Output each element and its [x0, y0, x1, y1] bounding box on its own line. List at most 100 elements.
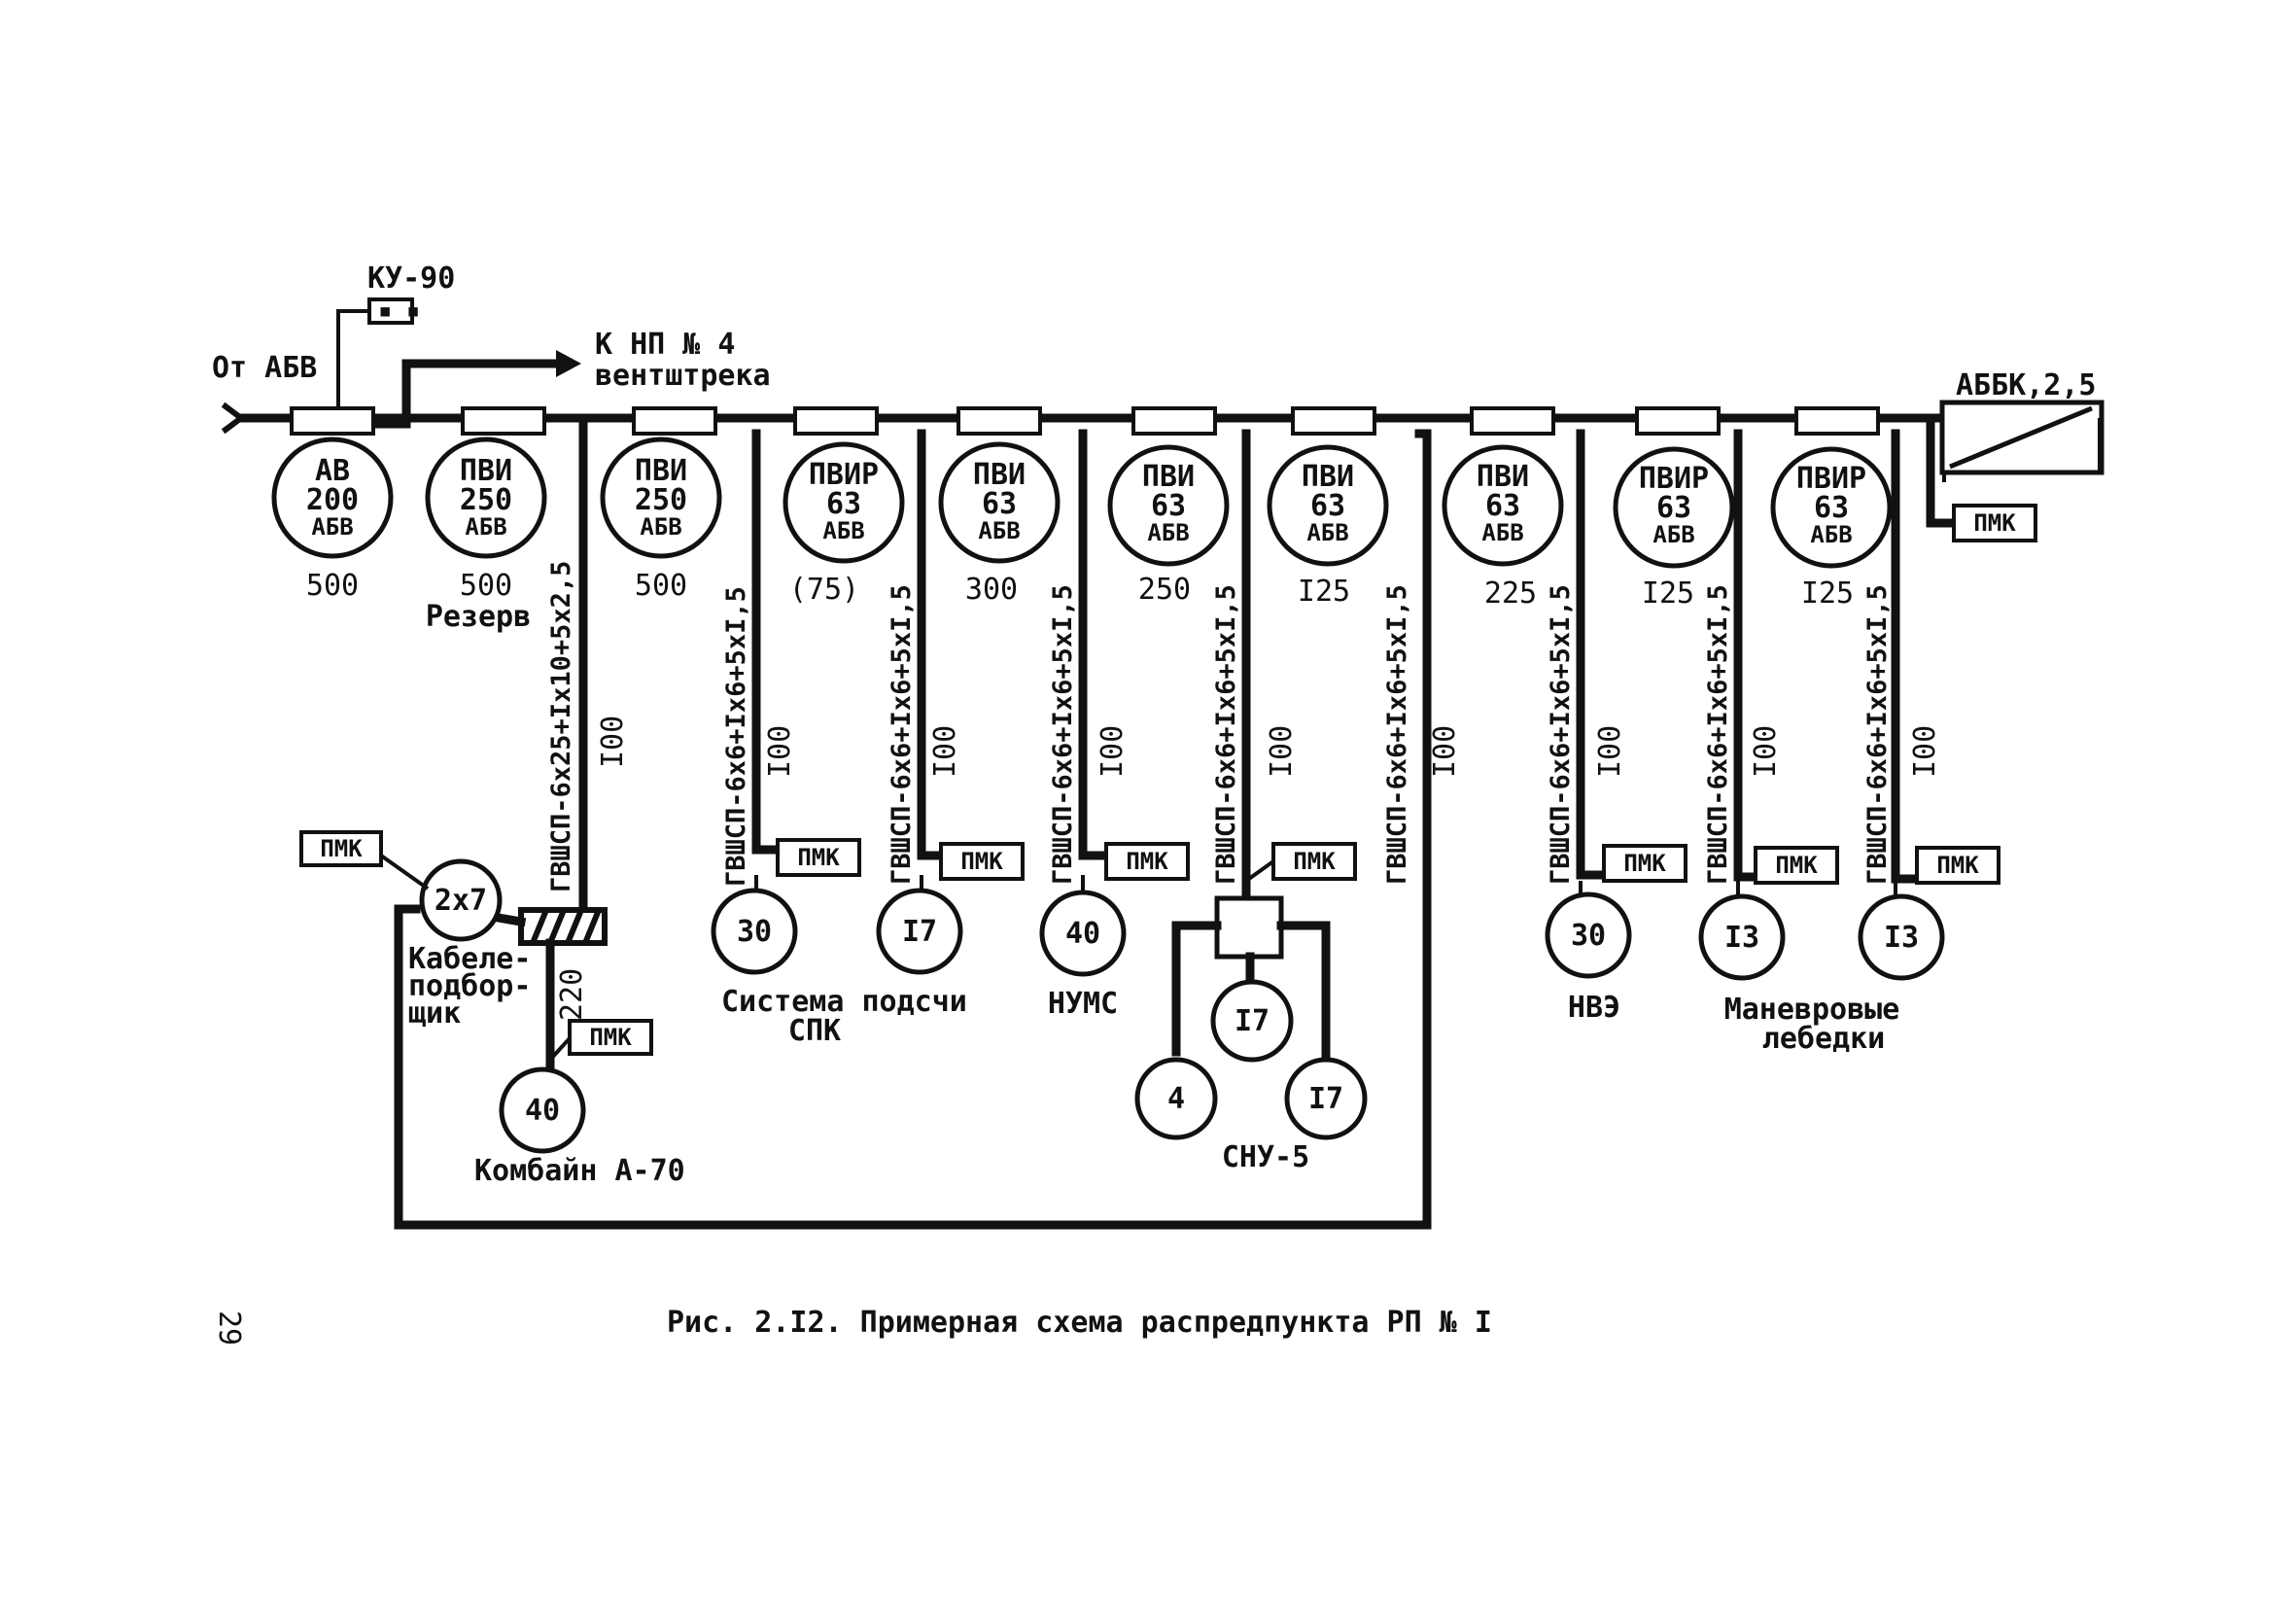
consumer-nve-caption: НВЭ: [1568, 991, 1620, 1025]
cable-9-wire: [1891, 429, 1922, 884]
cable-220-length: 220: [555, 968, 589, 1021]
consumer-spk-pmk-box: [776, 838, 861, 877]
cable-1-spec: ГВШСП-6х25+Iх10+5х2,5: [546, 561, 576, 892]
breaker-4-rating: 63: [826, 487, 861, 521]
breaker-7-circle: [1267, 444, 1389, 567]
cable-8-length: I00: [1749, 725, 1783, 778]
breaker-4-bus-box: [793, 406, 879, 436]
consumer-i7-circle: [876, 888, 963, 975]
breaker-1: АВ 200 АБВ 500: [271, 406, 394, 603]
cable-5-length: I00: [1265, 725, 1299, 778]
consumer-combine-caption: Комбайн А-70: [474, 1154, 685, 1188]
consumer-reel-caption-3: щик: [408, 996, 461, 1031]
breaker-9-circle: [1613, 446, 1735, 569]
breaker-10-rating: 63: [1814, 491, 1849, 525]
breaker-4-circle: [783, 441, 905, 564]
consumer-nve-circle: [1545, 891, 1632, 979]
consumer-spk-pmk-label: ПМК: [797, 844, 840, 871]
connection-block: [518, 907, 608, 946]
consumer-reel-circle: [419, 858, 503, 942]
breaker-1-type: АВ: [315, 454, 350, 488]
consumer-reel-caption-1: Кабеле-: [408, 942, 531, 976]
figure-caption: Рис. 2.I2. Примерная схема распредпункта…: [667, 1306, 1492, 1340]
cable-5-spec: ГВШСП-6х6+Iх6+5хI,5: [1211, 584, 1241, 885]
arrow-label-line2: вентштрека: [595, 359, 771, 393]
consumer-nums-pmk-label: ПМК: [1126, 848, 1168, 875]
snu-motor-right-power: I7: [1308, 1082, 1343, 1116]
consumer-i7-pmk-label: ПМК: [960, 848, 1003, 875]
breaker-6-type: ПВИ: [1142, 460, 1195, 494]
breaker-5-circle: [938, 441, 1061, 564]
breaker-3-current: 500: [635, 569, 687, 603]
breaker-3-rating: 250: [635, 483, 687, 517]
cable-2-wire: [751, 429, 783, 855]
breaker-1-current: 500: [306, 569, 359, 603]
consumer-winch2-circle: [1858, 893, 1945, 981]
cable-9-length: I00: [1908, 725, 1942, 778]
breaker-10-kind: АБВ: [1810, 521, 1852, 548]
breaker-10-bus-box: [1794, 406, 1880, 436]
breaker-3-circle: [600, 437, 722, 559]
consumer-winch1-circle: [1698, 893, 1786, 981]
breaker-5: ПВИ 63 АБВ 300: [938, 406, 1061, 607]
breaker-8-kind: АБВ: [1481, 519, 1523, 546]
consumer-nve-power: 30: [1571, 919, 1606, 953]
breaker-8-bus-box: [1470, 406, 1555, 436]
cable-7-wire: [1576, 429, 1609, 880]
breaker-4-type: ПВИР: [809, 458, 879, 492]
consumer-reel-pmk-wire: [379, 854, 430, 891]
breaker-2-kind: АБВ: [465, 513, 506, 541]
breaker-7-type: ПВИ: [1302, 460, 1354, 494]
source-label: От АБВ: [212, 351, 317, 385]
breaker-8-circle: [1442, 444, 1564, 567]
consumer-winch1-pmk-box: [1754, 846, 1839, 885]
cable-6-wire: [394, 429, 1432, 1230]
breaker-10-current: I25: [1801, 577, 1854, 611]
breaker-9-rating: 63: [1656, 491, 1691, 525]
cable-8-wire: [1733, 429, 1760, 882]
breaker-6-circle: [1107, 444, 1230, 567]
breaker-10: ПВИР 63 АБВ I25: [1770, 406, 1893, 611]
consumer-i7-pmk-box: [939, 842, 1025, 881]
connection-block-hatch-4: [582, 908, 602, 945]
consumer-combine-circle: [499, 1066, 586, 1154]
consumer-combine-pmk-label: ПМК: [589, 1024, 632, 1051]
breaker-1-circle: [271, 437, 394, 559]
breaker-1-kind: АБВ: [311, 513, 353, 541]
breaker-3: ПВИ 250 АБВ 500: [600, 406, 722, 603]
consumer-nums-pmk-box: [1104, 842, 1190, 881]
breaker-2-type: ПВИ: [460, 454, 512, 488]
snu-pmk-link: [1244, 859, 1275, 883]
arrow-label-line1: К НП № 4: [595, 328, 736, 362]
breaker-2-bus-box: [461, 406, 546, 436]
breaker-3-kind: АБВ: [640, 513, 681, 541]
consumer-combine-pmk-box: [568, 1019, 653, 1056]
consumer-spk-caption-1: Система подсчи: [721, 985, 967, 1019]
breaker-2-circle: [425, 437, 547, 559]
breaker-7-kind: АБВ: [1306, 519, 1348, 546]
abbk-pmk-box: [1952, 504, 2037, 542]
consumer-spk-power: 30: [737, 915, 772, 949]
cable-2-length: I00: [763, 725, 797, 778]
breaker-8: ПВИ 63 АБВ 225: [1442, 406, 1564, 611]
consumer-spk-caption-2: СПК: [788, 1014, 841, 1048]
breaker-9-bus-box: [1635, 406, 1721, 436]
consumer-winch2-pmk-box: [1915, 846, 2000, 885]
breaker-7-current: I25: [1298, 575, 1350, 609]
ku90-label: КУ-90: [367, 262, 455, 296]
snu-pmk-label: ПМК: [1293, 848, 1336, 875]
breaker-10-type: ПВИР: [1796, 462, 1866, 496]
consumer-winch1-pmk-label: ПМК: [1775, 852, 1818, 879]
abbk-label: АББК,2,5: [1956, 368, 2097, 402]
cable-9-spec: ГВШСП-6х6+Iх6+5хI,5: [1862, 584, 1893, 885]
snu-motor-right-circle: [1284, 1057, 1368, 1140]
breaker-8-current: 225: [1484, 577, 1537, 611]
consumer-winch-caption-1: Маневровые: [1724, 993, 1900, 1027]
cable-7-length: I00: [1593, 725, 1627, 778]
breaker-9: ПВИР 63 АБВ I25: [1613, 406, 1735, 611]
breaker-9-kind: АБВ: [1652, 521, 1694, 548]
breaker-1-bus-box: [290, 406, 375, 436]
breaker-2-current: 500: [460, 569, 512, 603]
cable-7-spec: ГВШСП-6х6+Iх6+5хI,5: [1546, 584, 1576, 885]
consumer-combine-pmk-wire: [548, 1036, 572, 1062]
